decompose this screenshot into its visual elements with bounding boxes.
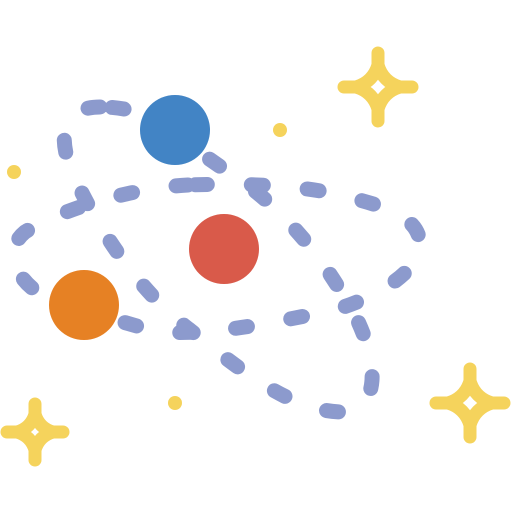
star-dot-icon	[168, 396, 182, 410]
inner-orbit-icon	[6, 176, 428, 341]
sparkle-star-icon	[0, 397, 70, 467]
sparkle-star-icon	[429, 362, 511, 444]
star-dot-icon	[273, 123, 287, 137]
red-planet-icon	[189, 214, 259, 284]
star-dot-icon	[7, 165, 21, 179]
orange-planet-icon	[49, 270, 119, 340]
blue-planet-icon	[140, 95, 210, 165]
sparkle-star-icon	[337, 46, 419, 128]
outer-orbit-icon	[56, 99, 380, 420]
